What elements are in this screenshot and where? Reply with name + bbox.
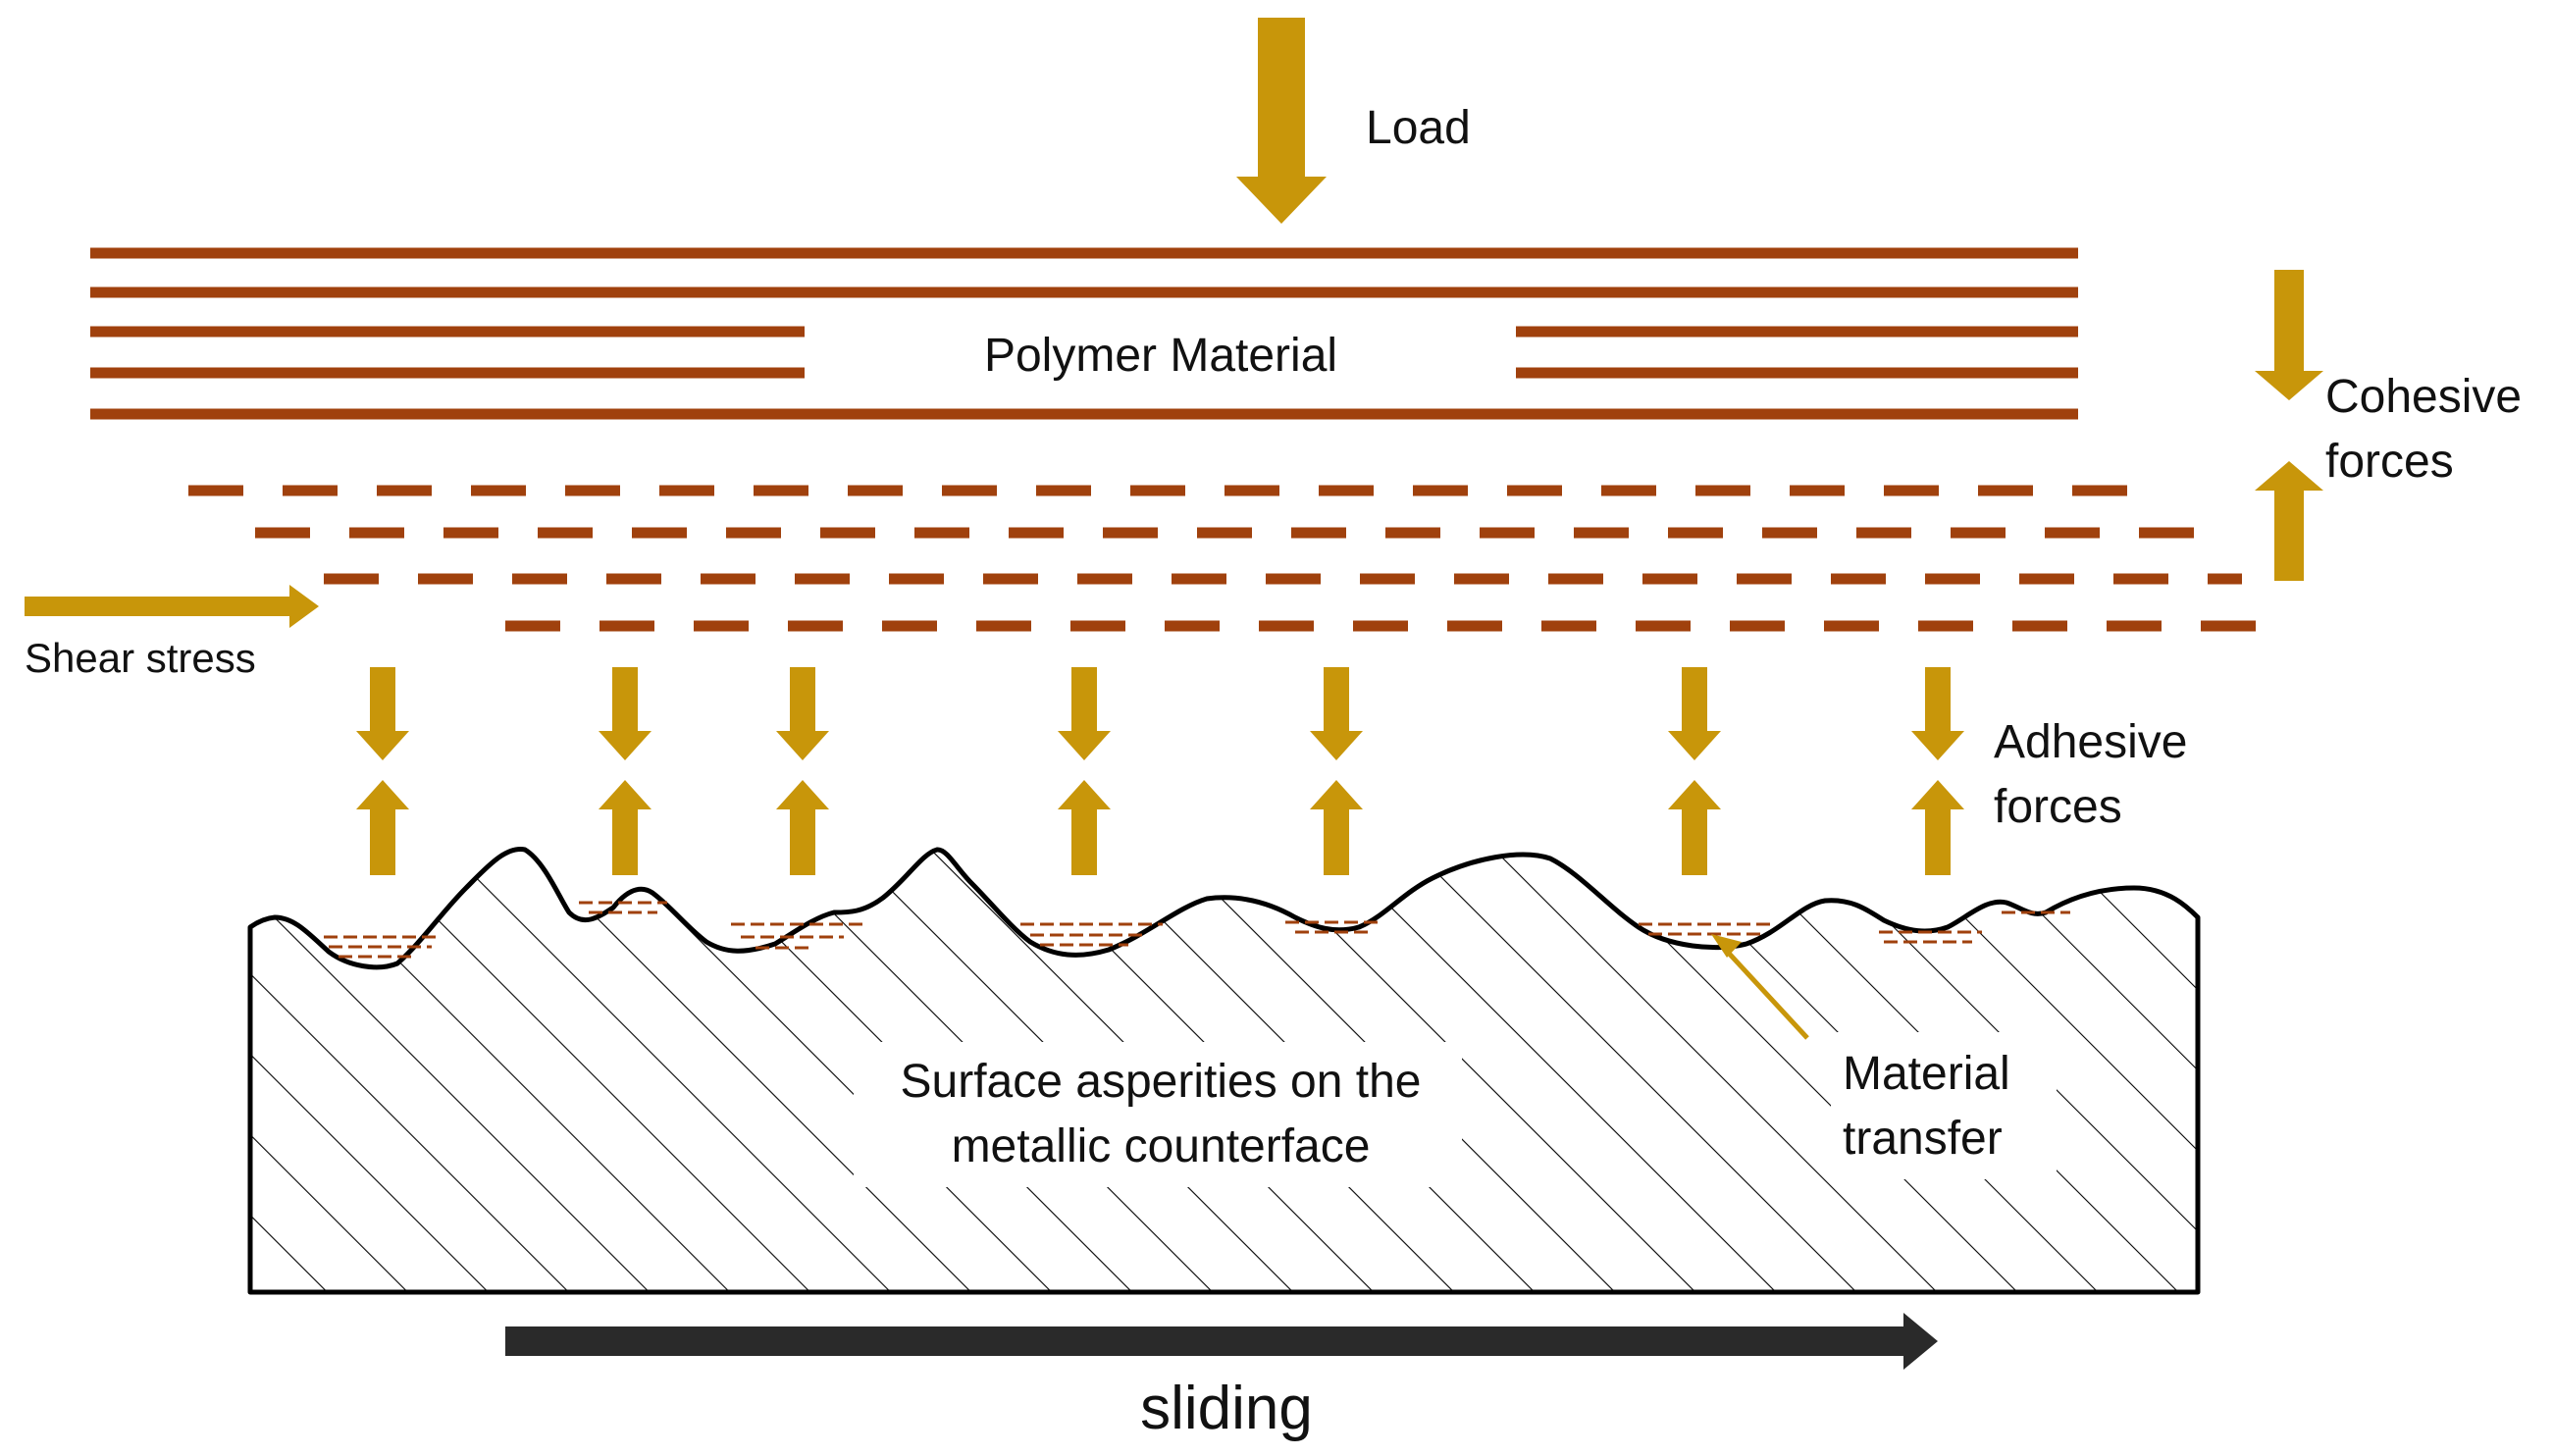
material-transfer-label-line1: Material bbox=[1843, 1048, 2010, 1100]
cohesive-forces-label-line1: Cohesive bbox=[2325, 371, 2522, 423]
opposing-vertical-arrows-icon bbox=[599, 667, 651, 875]
opposing-vertical-arrows-icon bbox=[356, 667, 409, 875]
load-label: Load bbox=[1366, 102, 1471, 154]
adhesive-forces-label-line1: Adhesive bbox=[1994, 716, 2187, 768]
surface-asperities-label-line1: Surface asperities on the bbox=[901, 1056, 1422, 1108]
transferred-material bbox=[324, 901, 2070, 959]
opposing-vertical-arrows-icon bbox=[1058, 667, 1111, 875]
pointer-arrow-icon bbox=[1711, 934, 1809, 1040]
shear-stress-label: Shear stress bbox=[25, 635, 256, 681]
opposing-vertical-arrows-icon bbox=[1911, 667, 1964, 875]
polymer-layers bbox=[90, 247, 2078, 420]
adhesive-forces-label-line2: forces bbox=[1994, 781, 2122, 833]
down-arrow-icon bbox=[1236, 18, 1327, 224]
metallic-counterface bbox=[247, 847, 2201, 1295]
surface-asperities-label-line2: metallic counterface bbox=[952, 1120, 1371, 1172]
adhesive-arrows bbox=[356, 667, 1964, 875]
right-arrow-icon bbox=[505, 1313, 1938, 1370]
opposing-vertical-arrows-icon bbox=[2255, 270, 2323, 581]
opposing-vertical-arrows-icon bbox=[776, 667, 829, 875]
opposing-vertical-arrows-icon bbox=[1310, 667, 1363, 875]
opposing-vertical-arrows-icon bbox=[1668, 667, 1721, 875]
material-transfer-label-line2: transfer bbox=[1843, 1113, 2003, 1165]
cohesive-forces-label-line2: forces bbox=[2325, 436, 2454, 488]
sliding-label: sliding bbox=[1140, 1375, 1313, 1442]
polymer-material-label: Polymer Material bbox=[984, 330, 1337, 382]
right-arrow-icon bbox=[25, 585, 319, 628]
sheared-dashed-layers bbox=[188, 485, 2274, 632]
